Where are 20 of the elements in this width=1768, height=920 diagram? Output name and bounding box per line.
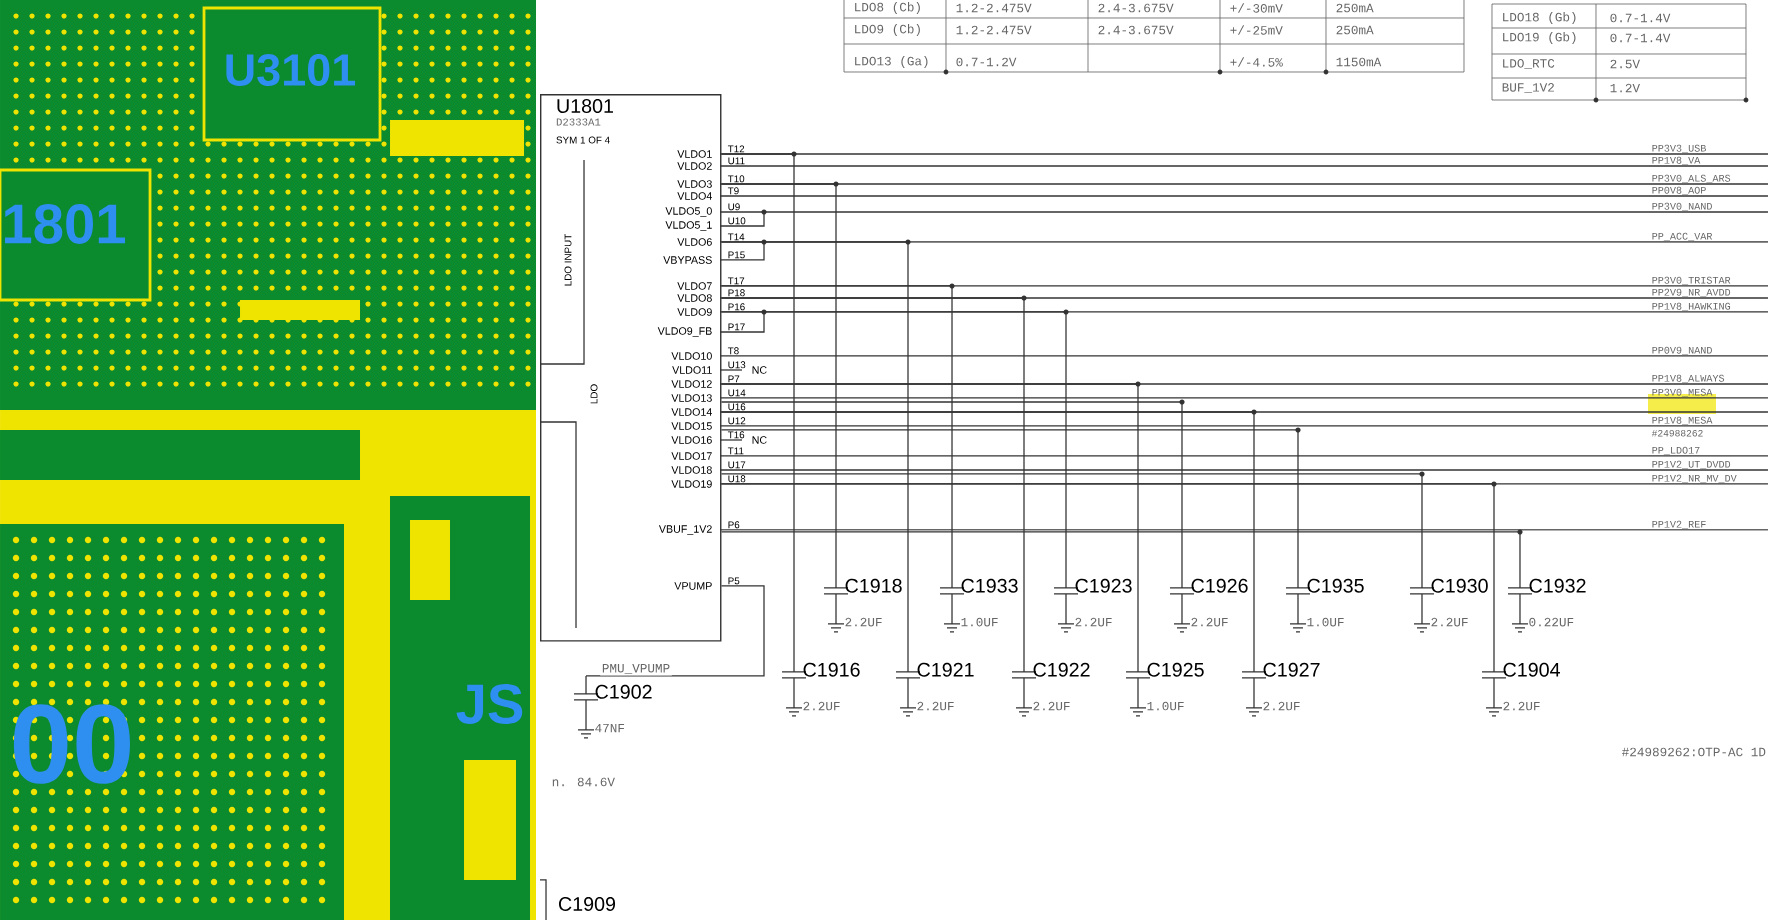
- part-label: U1801: [557, 99, 613, 113]
- capacitor-label: C1909: [559, 897, 616, 911]
- wire: [585, 585, 765, 677]
- wire: [720, 297, 1025, 655]
- wire: [720, 429, 1299, 571]
- silkscreen-label: 00: [13, 704, 130, 784]
- wire: [720, 383, 1139, 655]
- wire: [720, 153, 795, 655]
- wire: [720, 411, 1255, 655]
- silkscreen-label: U3101: [226, 54, 356, 86]
- wire: [720, 483, 1495, 655]
- wire: [720, 183, 837, 571]
- wire: [720, 473, 1423, 571]
- wire: [720, 241, 909, 655]
- wire: [720, 401, 1183, 571]
- silkscreen-label: 1801: [5, 204, 125, 244]
- wire: [720, 531, 1521, 571]
- wire: [720, 311, 1067, 571]
- wire: [720, 285, 953, 571]
- silkscreen-label: JS: [456, 684, 523, 724]
